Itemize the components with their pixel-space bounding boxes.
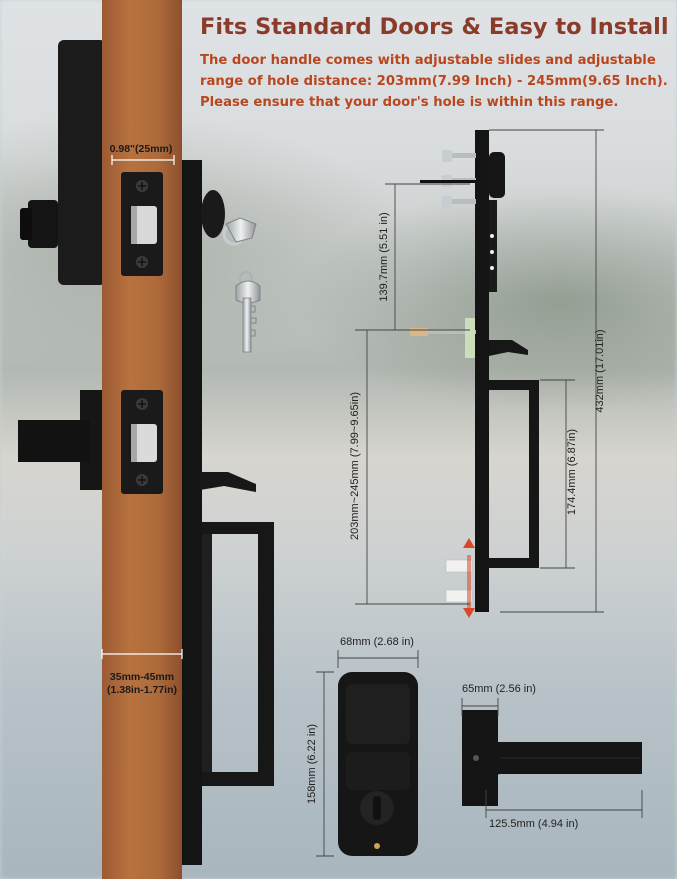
keypad-width-label: 68mm (2.68 in) <box>340 636 414 648</box>
install-description: The door handle comes with adjustable sl… <box>200 53 668 110</box>
outside-keypad-side <box>20 40 106 285</box>
door-thickness-label: 35mm-45mm (1.38in-1.77in) <box>96 671 188 697</box>
keypad-to-handle-label: 139.7mm (5.51 in) <box>378 212 390 302</box>
outside-lever-side <box>18 390 106 490</box>
keypad-height-label: 158mm (6.22 in) <box>306 723 318 805</box>
total-height-label: 432mm (17.01in) <box>594 329 606 413</box>
side-profile-diagram <box>410 130 539 618</box>
side-dimension-lines <box>355 129 604 613</box>
backset-label: 0.98"(25mm) <box>109 143 173 155</box>
keypad-dimension-lines <box>316 650 419 857</box>
thickness-dimension <box>101 649 183 659</box>
door-thickness-in: (1.38in-1.77in) <box>106 684 178 696</box>
lever-dimension-lines <box>461 698 643 818</box>
page-title: Fits Standard Doors & Easy to Install <box>200 14 669 40</box>
keypad-front <box>338 672 418 856</box>
latch-plate-upper <box>121 172 163 276</box>
hole-distance-label: 203mm~245mm (7.99~9.65in) <box>349 392 361 540</box>
door-thickness-mm: 35mm-45mm <box>109 671 175 683</box>
lever-length-label: 125.5mm (4.94 in) <box>489 818 579 830</box>
backset-dimension <box>111 155 175 165</box>
handle-height-label: 174.4mm (6.87in) <box>566 428 578 516</box>
inside-handleset <box>182 160 274 865</box>
lever-width-label: 65mm (2.56 in) <box>462 683 536 695</box>
lever-front <box>462 710 642 806</box>
keys <box>222 217 261 353</box>
latch-plate-lower <box>121 390 163 494</box>
